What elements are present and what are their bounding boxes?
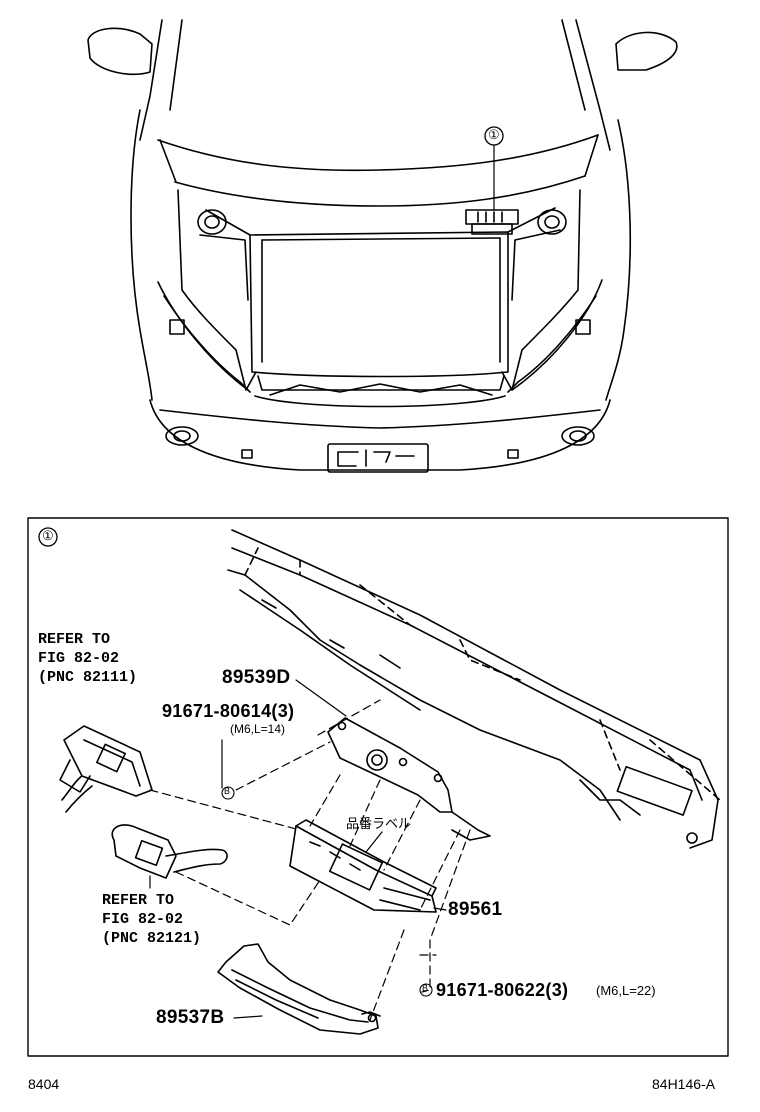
part-label-91671-80614: 91671-80614(3) (162, 701, 295, 721)
reference-82121: REFER TO FIG 82-02 (PNC 82121) (102, 891, 201, 948)
footer-left-code: 8404 (28, 1076, 60, 1092)
part-label-89537b: 89537B (156, 1007, 225, 1028)
reference-82111-line-3: (PNC 82111) (38, 669, 138, 686)
reference-82121-line-1: REFER TO (102, 892, 175, 909)
reference-82111-line-1: REFER TO (38, 631, 111, 648)
part-number-label-jp: 品番ラベル (346, 817, 412, 832)
reference-82121-line-3: (PNC 82121) (102, 930, 202, 947)
assembly-lines (149, 699, 471, 1021)
footer-right-code: 84H146-A (652, 1076, 716, 1092)
overview-callout-circle (484, 126, 504, 146)
front-bumper (149, 399, 611, 471)
right-mirror (615, 31, 678, 71)
right-headlamp-area (501, 189, 581, 391)
connector-82121-shape (111, 824, 228, 879)
engine-bay (249, 231, 509, 378)
bolt-lower-marker-circle (419, 983, 433, 997)
overview-callout-label: ① (488, 127, 500, 142)
reference-82111: REFER TO FIG 82-02 (PNC 82111) (38, 630, 137, 687)
left-headlamp-area (177, 189, 257, 391)
bolt-upper-marker: B (224, 786, 231, 796)
part-label-91671-80622: 91671-80622(3) (436, 980, 569, 1000)
detail-panel-frame (27, 517, 729, 1057)
part-spec-91671-80614: (M6,L=14) (230, 722, 286, 736)
license-plate (327, 443, 429, 473)
ecu-89561-shape (289, 819, 437, 913)
leader-lines (149, 679, 447, 1019)
panel-marker-label: ① (42, 528, 54, 543)
reference-82121-line-2: FIG 82-02 (102, 911, 184, 928)
panel-marker-circle (38, 527, 58, 547)
radiator-support-member (227, 529, 721, 849)
reference-82111-line-2: FIG 82-02 (38, 650, 120, 667)
vehicle-front-illustration (87, 19, 678, 473)
part-label-89539d: 89539D (222, 667, 291, 688)
part-spec-91671-80622: (M6,L=22) (596, 983, 656, 998)
bolt-upper-marker-circle (221, 786, 235, 800)
bracket-89539d-shape (327, 717, 491, 841)
hood-edge (157, 134, 599, 172)
left-mirror (87, 27, 153, 76)
lower-bracket-89537b-shape (217, 943, 381, 1035)
connector-82111-shape (59, 725, 153, 813)
part-label-89561: 89561 (448, 899, 503, 920)
ecu-location-marker (465, 145, 519, 235)
bolt-lower-marker: B (422, 983, 429, 993)
